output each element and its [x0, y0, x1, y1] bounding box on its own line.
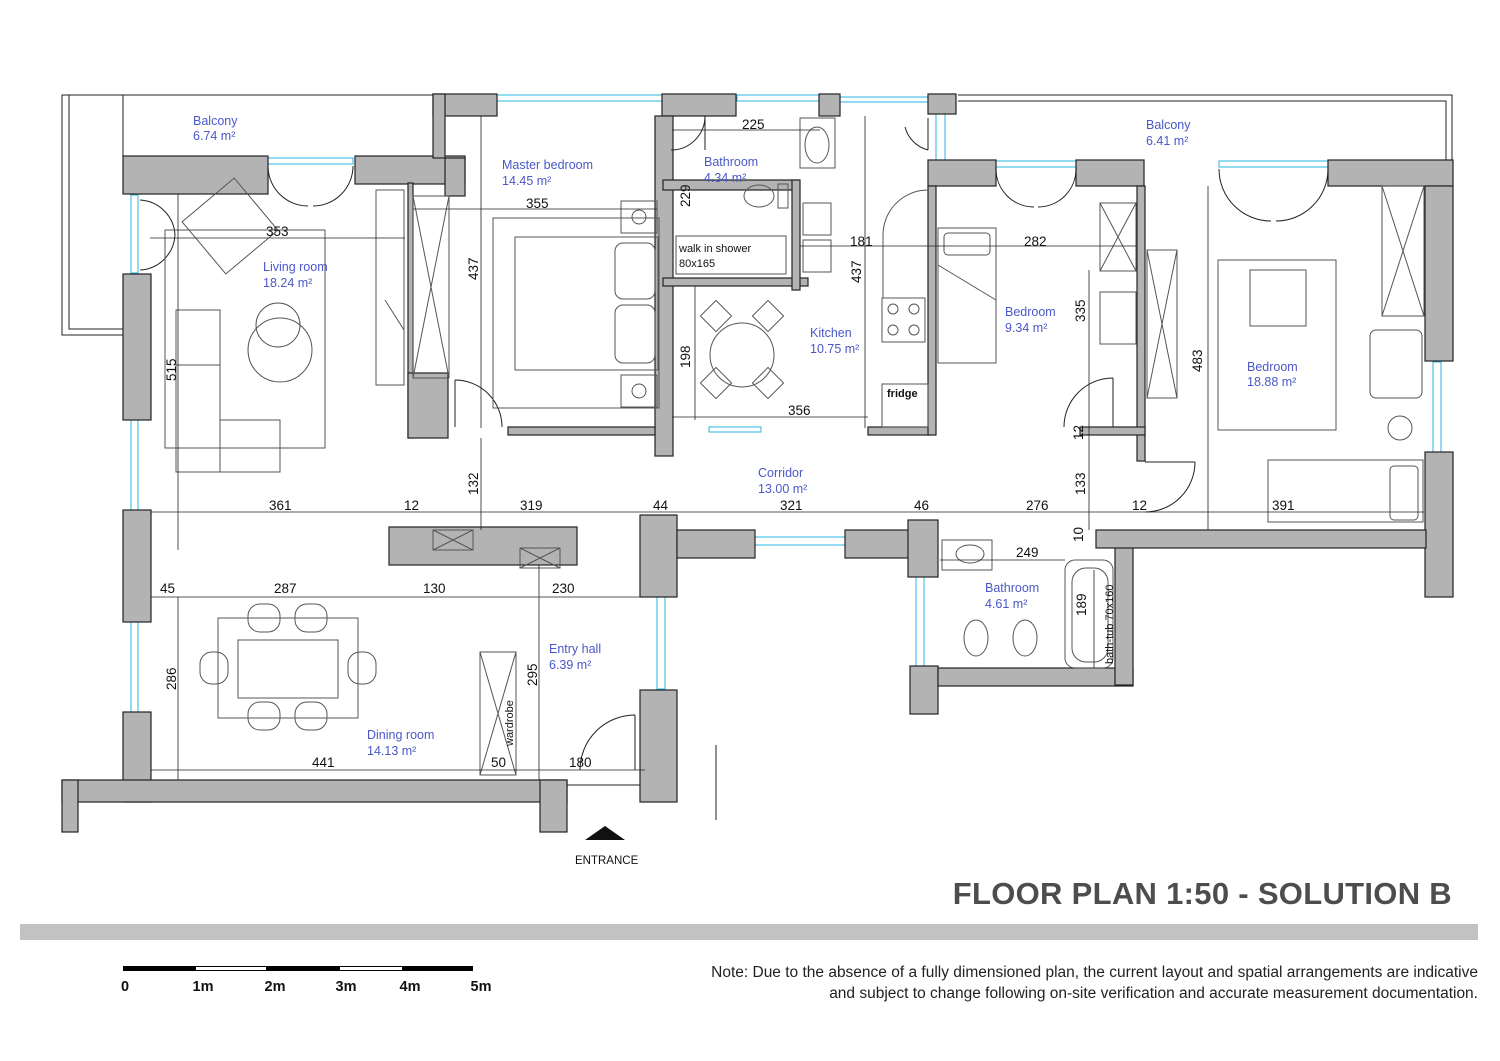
room-area-bathroom-lower: 4.61 m² [985, 597, 1027, 611]
scale-bar: 0 1m 2m 3m 4m 5m [120, 966, 491, 996]
scale-label: 4m [399, 979, 421, 995]
room-area-entry-hall: 6.39 m² [549, 658, 591, 672]
plan-title: FLOOR PLAN 1:50 - SOLUTION B [952, 876, 1452, 911]
dim-label: 133 [1073, 472, 1088, 495]
room-name-bedroom-large: Bedroom [1247, 360, 1298, 374]
title-bar [20, 924, 1478, 940]
room-name-master-bedroom: Master bedroom [502, 158, 593, 172]
room-area-bedroom-large: 18.88 m² [1247, 375, 1296, 389]
bath-tub-label: bath-tub 70x160 [1104, 584, 1116, 664]
room-area-balcony-right: 6.41 m² [1146, 134, 1188, 148]
dim-label: 437 [849, 260, 864, 283]
scale-segment [339, 966, 403, 971]
room-area-corridor: 13.00 m² [758, 482, 807, 496]
room-labels: Balcony 6.74 m² Living room 18.24 m² Mas… [193, 114, 1298, 758]
dim-label: 282 [1024, 234, 1047, 249]
room-area-bedroom-small: 9.34 m² [1005, 321, 1047, 335]
dim-label: 45 [160, 581, 175, 596]
room-name-dining-room: Dining room [367, 728, 434, 742]
note-line-2: and subject to change following on-site … [829, 985, 1478, 1002]
dim-label: 12 [1132, 498, 1147, 513]
fixture-labels: walk in shower 80x165 fridge wardrobe ba… [504, 243, 1116, 747]
dim-label: 353 [266, 224, 289, 239]
dim-label: 437 [466, 257, 481, 280]
dim-label: 132 [466, 472, 481, 495]
room-name-kitchen: Kitchen [810, 326, 852, 340]
scale-label: 1m [192, 979, 214, 995]
room-name-balcony-left: Balcony [193, 114, 238, 128]
dim-label: 355 [526, 196, 549, 211]
dim-label: 287 [274, 581, 297, 596]
room-area-kitchen: 10.75 m² [810, 342, 859, 356]
scale-label: 0 [120, 979, 130, 995]
dim-label: 483 [1190, 349, 1205, 372]
room-area-dining-room: 14.13 m² [367, 744, 416, 758]
dim-label: 515 [164, 358, 179, 381]
dim-label: 276 [1026, 498, 1049, 513]
scale-segment [403, 966, 473, 971]
dim-label: 229 [678, 184, 693, 207]
doors [139, 115, 1329, 820]
scale-segment [195, 966, 267, 971]
dim-label: 50 [491, 755, 506, 770]
entrance-marker: ENTRANCE [575, 826, 639, 867]
disclaimer-note: Note: Due to the absence of a fully dime… [578, 962, 1478, 1004]
dim-label: 10 [1071, 527, 1086, 542]
room-area-living-room: 18.24 m² [263, 276, 312, 290]
room-name-living-room: Living room [263, 260, 328, 274]
walk-in-shower-size: 80x165 [679, 258, 715, 270]
note-line-1: Note: Due to the absence of a fully dime… [711, 964, 1478, 981]
dim-label: 361 [269, 498, 292, 513]
room-area-master-bedroom: 14.45 m² [502, 174, 551, 188]
furniture [164, 117, 1425, 776]
room-name-bathroom-lower: Bathroom [985, 581, 1039, 595]
dimension-labels: 225 229 355 353 437 181 437 282 335 198 … [160, 117, 1295, 770]
dim-label: 12 [404, 498, 419, 513]
room-name-bedroom-small: Bedroom [1005, 305, 1056, 319]
dimension-lines [150, 116, 1424, 780]
room-name-bathroom-upper: Bathroom [704, 155, 758, 169]
scale-label: 3m [335, 979, 357, 995]
walk-in-shower-label: walk in shower [678, 243, 751, 255]
dim-label: 180 [569, 755, 592, 770]
dim-label: 130 [423, 581, 446, 596]
dim-label: 230 [552, 581, 575, 596]
entrance-arrow-icon [585, 826, 625, 840]
dim-label: 319 [520, 498, 543, 513]
room-name-entry-hall: Entry hall [549, 642, 601, 656]
dim-label: 189 [1074, 593, 1089, 616]
room-area-balcony-left: 6.74 m² [193, 129, 235, 143]
scale-segment [267, 966, 339, 971]
dim-label: 335 [1073, 299, 1088, 322]
walls [61, 93, 1454, 833]
fridge-label: fridge [887, 388, 918, 400]
wardrobe-label: wardrobe [504, 700, 516, 747]
scale-label: 5m [470, 979, 492, 995]
dim-label: 356 [788, 403, 811, 418]
balcony-outlines [61, 94, 1453, 336]
room-name-balcony-right: Balcony [1146, 118, 1191, 132]
dim-label: 391 [1272, 498, 1295, 513]
dim-label: 321 [780, 498, 803, 513]
scale-label: 2m [264, 979, 286, 995]
dim-label: 181 [850, 234, 873, 249]
dim-label: 225 [742, 117, 765, 132]
scale-segment [123, 966, 195, 971]
dim-label: 295 [525, 663, 540, 686]
dim-label: 198 [678, 345, 693, 368]
entrance-label: ENTRANCE [575, 855, 639, 867]
dim-label: 286 [164, 667, 179, 690]
dim-label: 441 [312, 755, 335, 770]
dim-label: 12 [1071, 425, 1086, 440]
room-area-bathroom-upper: 4.34 m² [704, 171, 746, 185]
dim-label: 249 [1016, 545, 1039, 560]
room-name-corridor: Corridor [758, 466, 803, 480]
dim-label: 46 [914, 498, 929, 513]
dim-label: 44 [653, 498, 669, 513]
